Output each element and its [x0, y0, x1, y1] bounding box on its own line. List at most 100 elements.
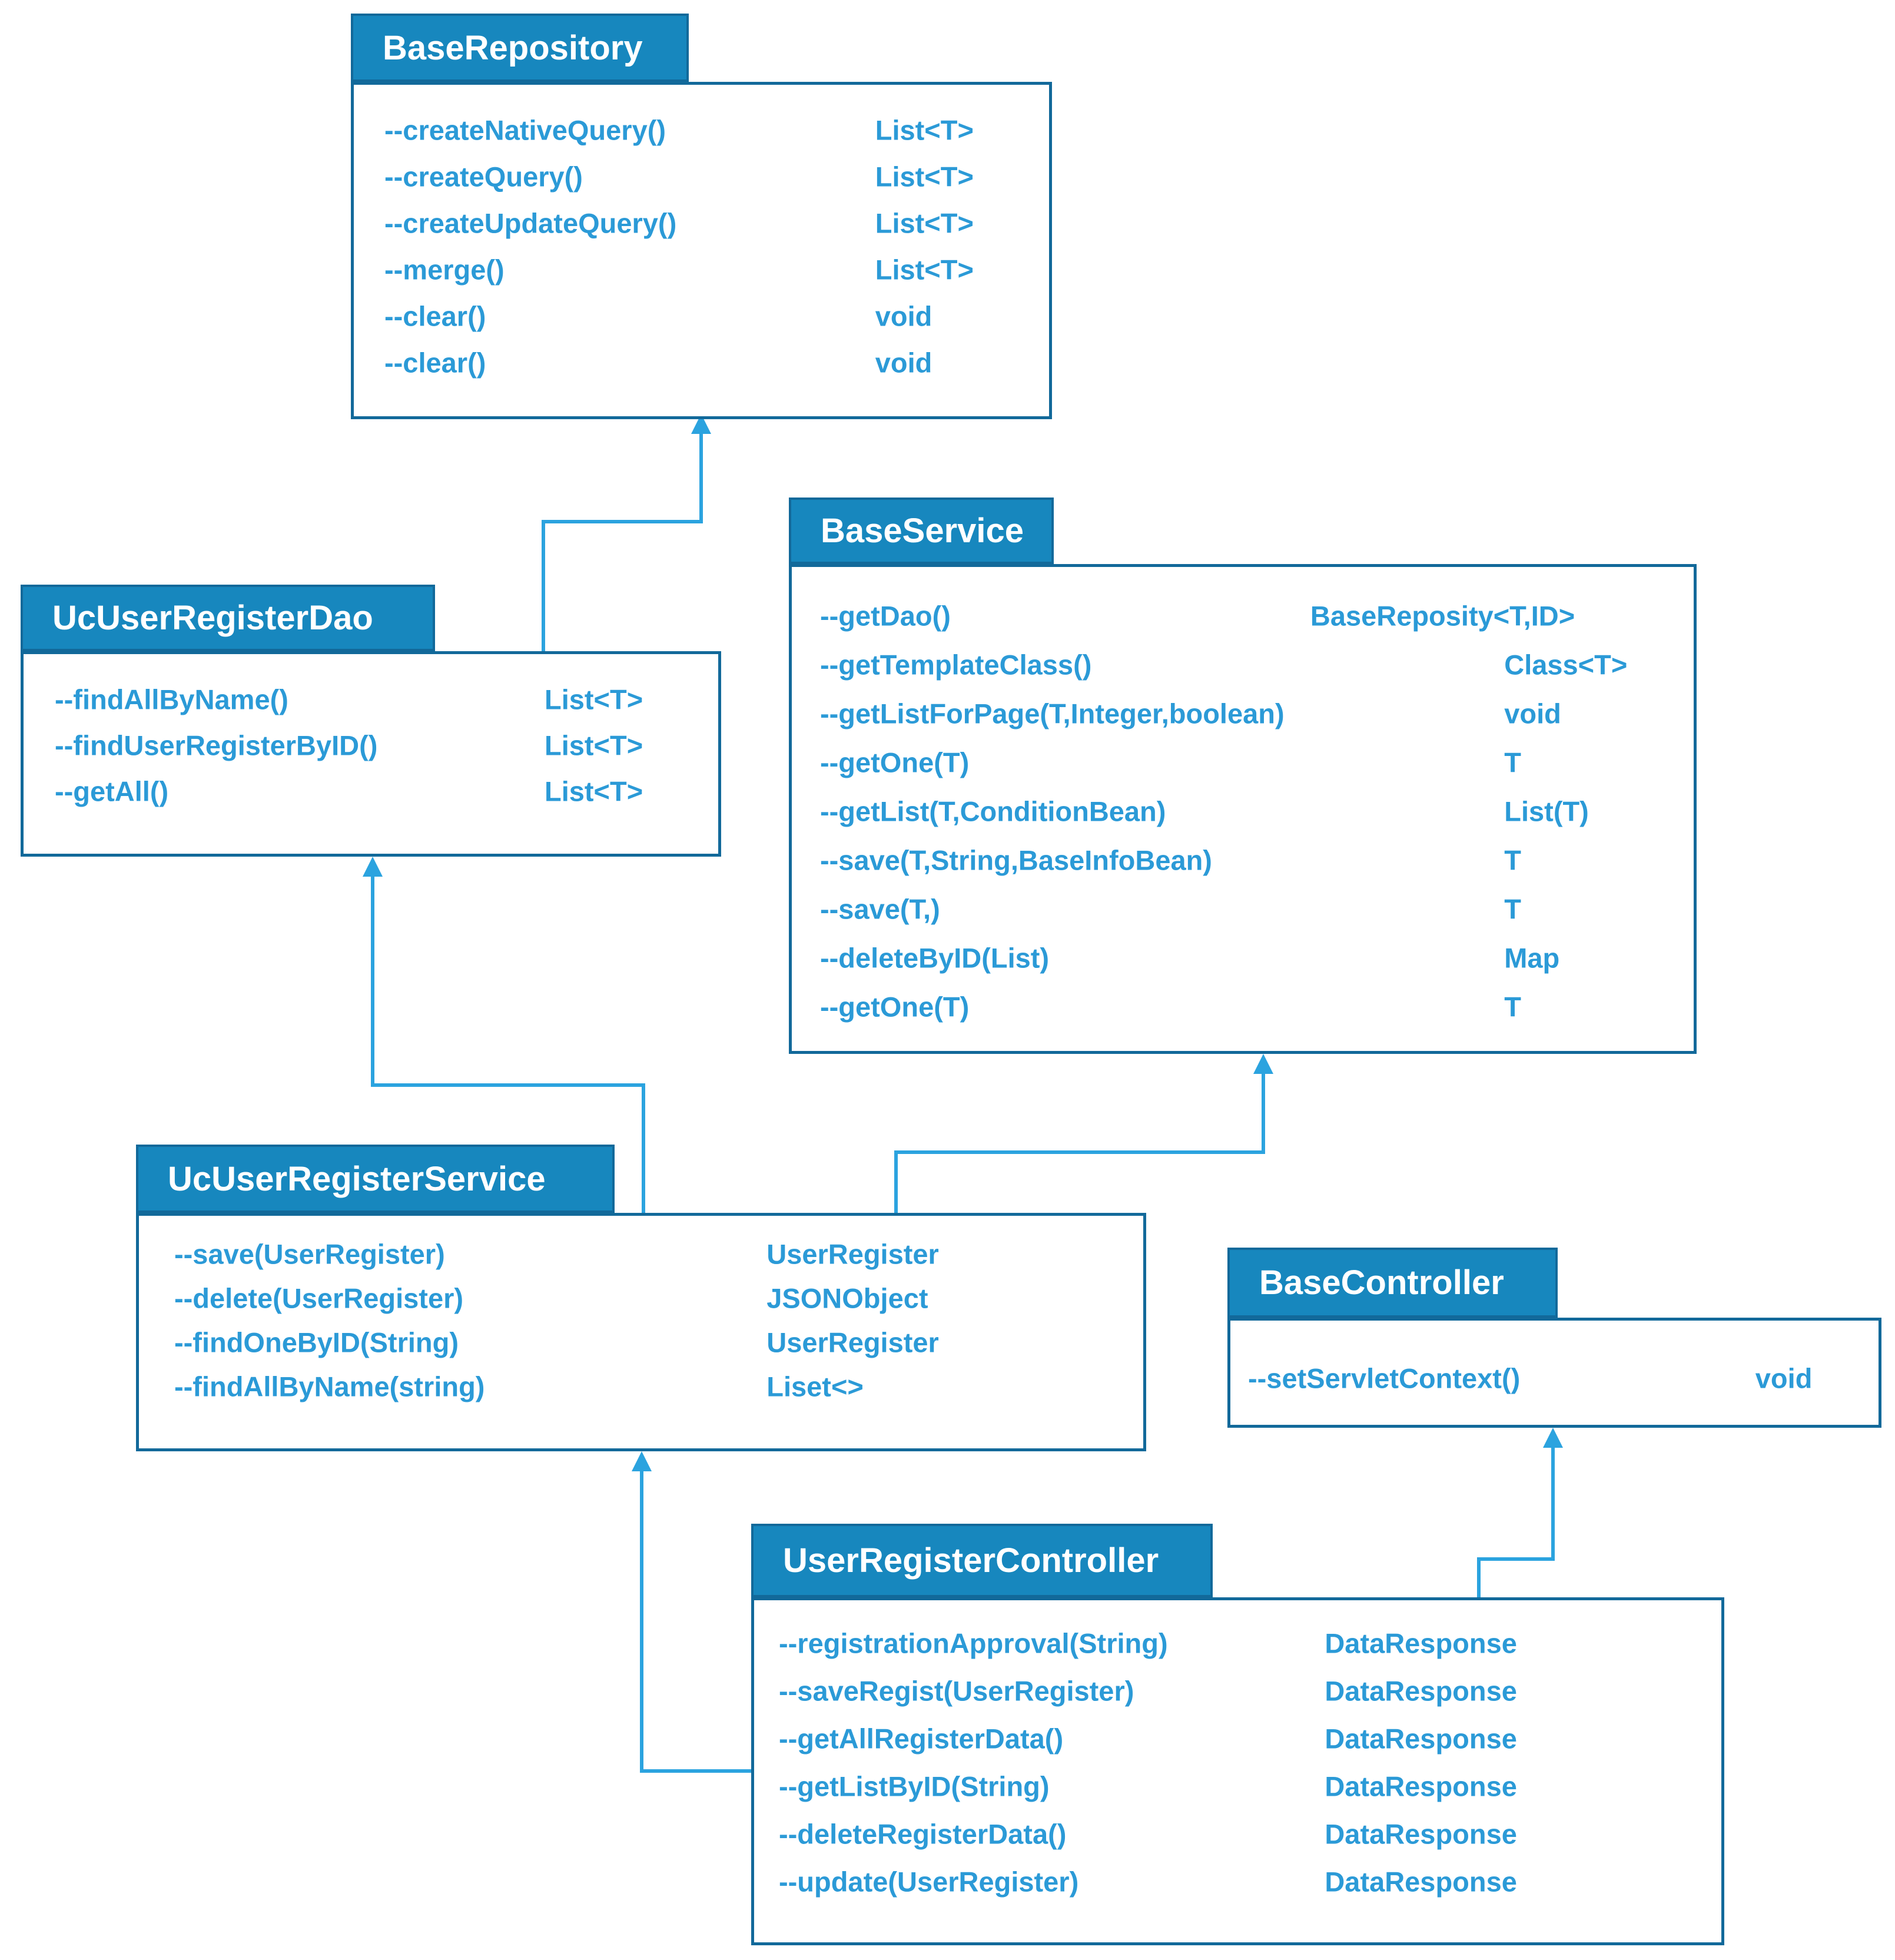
- inheritance-line-controller-to-basecontroller: [1477, 1557, 1481, 1597]
- method-name: --merge(): [384, 254, 505, 285]
- method-return-type: UserRegister: [766, 1238, 939, 1269]
- class-body-ucuserregisterservice: --save(UserRegister) UserRegister --dele…: [136, 1213, 1146, 1451]
- class-body-ucuserregisterdao: --findAllByName() List<T> --findUserRegi…: [21, 651, 721, 857]
- method-row: --createQuery() List<T>: [354, 153, 1049, 200]
- class-body-basecontroller: --setServletContext() void: [1227, 1318, 1881, 1428]
- method-name: --createNativeQuery(): [384, 114, 666, 145]
- method-row: --clear() void: [354, 339, 1049, 386]
- method-row: --findAllByName() List<T>: [24, 676, 718, 722]
- method-row: --registrationApproval(String) DataRespo…: [754, 1619, 1721, 1667]
- method-row: --save(T,String,BaseInfoBean) T: [792, 835, 1694, 884]
- method-name: --clear(): [384, 347, 486, 378]
- method-name: --getOne(T): [820, 747, 970, 778]
- method-row: --merge() List<T>: [354, 246, 1049, 293]
- inheritance-line-controller-to-basecontroller: [1551, 1444, 1555, 1559]
- method-name: --deleteRegisterData(): [779, 1818, 1067, 1849]
- method-return-type: List<T>: [875, 207, 974, 238]
- method-row: --update(UserRegister) DataResponse: [754, 1858, 1721, 1905]
- method-name: --getDao(): [820, 600, 951, 631]
- method-return-type: T: [1504, 747, 1521, 778]
- method-row: --clear() void: [354, 293, 1049, 339]
- method-row: --getAllRegisterData() DataResponse: [754, 1714, 1721, 1762]
- method-return-type: void: [1504, 698, 1561, 729]
- inheritance-line-controller-to-basecontroller: [1477, 1557, 1555, 1561]
- method-name: --createQuery(): [384, 161, 583, 192]
- class-header-ucuserregisterservice: UcUserRegisterService: [136, 1145, 615, 1213]
- method-name: --update(UserRegister): [779, 1866, 1079, 1897]
- method-name: --save(T,String,BaseInfoBean): [820, 844, 1212, 875]
- method-name: --deleteByID(List): [820, 942, 1050, 973]
- method-return-type: BaseReposity<T,ID>: [1310, 600, 1575, 631]
- method-return-type: List<T>: [545, 684, 643, 715]
- method-row: --createNativeQuery() List<T>: [354, 107, 1049, 153]
- class-box-baserepository: BaseRepository --createNativeQuery() Lis…: [351, 14, 1052, 419]
- method-row: --getDao() BaseReposity<T,ID>: [792, 591, 1694, 640]
- inheritance-line-dao-to-baserepository: [542, 520, 703, 523]
- method-name: --delete(UserRegister): [174, 1282, 464, 1314]
- class-name: UcUserRegisterService: [168, 1159, 546, 1198]
- method-return-type: List<T>: [875, 161, 974, 192]
- method-row: --saveRegist(UserRegister) DataResponse: [754, 1667, 1721, 1714]
- method-return-type: DataResponse: [1325, 1723, 1517, 1754]
- inheritance-line-controller-to-service: [640, 1769, 753, 1773]
- class-name: UcUserRegisterDao: [52, 599, 373, 637]
- method-return-type: Liset<>: [766, 1371, 864, 1402]
- class-body-userregistercontroller: --registrationApproval(String) DataRespo…: [751, 1597, 1724, 1945]
- method-name: --save(UserRegister): [174, 1238, 445, 1269]
- class-name: BaseController: [1259, 1263, 1504, 1302]
- method-name: --getListByID(String): [779, 1770, 1050, 1802]
- method-name: --getListForPage(T,Integer,boolean): [820, 698, 1285, 729]
- method-return-type: JSONObject: [766, 1282, 928, 1314]
- class-header-baseservice: BaseService: [789, 498, 1054, 564]
- method-return-type: void: [875, 300, 932, 331]
- method-name: --findOneByID(String): [174, 1326, 459, 1358]
- method-return-type: Map: [1504, 942, 1560, 973]
- method-return-type: T: [1504, 991, 1521, 1022]
- method-return-type: List<T>: [545, 729, 643, 761]
- method-row: --findOneByID(String) UserRegister: [139, 1320, 1143, 1364]
- inheritance-line-dao-to-baserepository: [699, 430, 703, 522]
- inheritance-line-service-to-dao: [371, 873, 374, 1087]
- method-name: --saveRegist(UserRegister): [779, 1675, 1134, 1706]
- method-name: --getOne(T): [820, 991, 970, 1022]
- method-return-type: DataResponse: [1325, 1770, 1517, 1802]
- class-header-basecontroller: BaseController: [1227, 1248, 1558, 1318]
- method-return-type: DataResponse: [1325, 1818, 1517, 1849]
- inheritance-line-service-to-baseservice: [894, 1150, 1265, 1154]
- method-return-type: Class<T>: [1504, 649, 1628, 680]
- method-name: --findAllByName(): [55, 684, 288, 715]
- method-return-type: T: [1504, 844, 1521, 875]
- inheritance-line-dao-to-baserepository: [542, 520, 545, 655]
- method-return-type: List<T>: [545, 775, 643, 807]
- method-row: --setServletContext() void: [1230, 1356, 1879, 1400]
- method-return-type: void: [1755, 1362, 1813, 1394]
- method-row: --save(T,) T: [792, 884, 1694, 933]
- method-name: --getList(T,ConditionBean): [820, 795, 1166, 827]
- class-box-basecontroller: BaseController --setServletContext() voi…: [1227, 1248, 1881, 1428]
- method-return-type: UserRegister: [766, 1326, 939, 1358]
- method-row: --save(UserRegister) UserRegister: [139, 1232, 1143, 1276]
- method-row: --getTemplateClass() Class<T>: [792, 640, 1694, 689]
- inheritance-line-controller-to-service: [640, 1468, 643, 1773]
- class-box-baseservice: BaseService --getDao() BaseReposity<T,ID…: [789, 498, 1697, 1054]
- inheritance-arrowhead-service-to-baseservice-icon: [1253, 1054, 1273, 1074]
- inheritance-line-service-to-dao: [642, 1083, 645, 1213]
- method-row: --createUpdateQuery() List<T>: [354, 200, 1049, 246]
- method-name: --findUserRegisterByID(): [55, 729, 378, 761]
- method-return-type: void: [875, 347, 932, 378]
- method-return-type: DataResponse: [1325, 1866, 1517, 1897]
- method-row: --getOne(T) T: [792, 982, 1694, 1031]
- method-name: --save(T,): [820, 893, 940, 924]
- method-return-type: List<T>: [875, 114, 974, 145]
- class-name: BaseRepository: [383, 28, 643, 67]
- method-row: --getAll() List<T>: [24, 768, 718, 814]
- inheritance-line-service-to-dao: [371, 1083, 645, 1087]
- method-row: --getListForPage(T,Integer,boolean) void: [792, 689, 1694, 738]
- class-name: BaseService: [821, 512, 1024, 550]
- method-row: --getOne(T) T: [792, 738, 1694, 787]
- method-row: --deleteByID(List) Map: [792, 933, 1694, 982]
- class-header-userregistercontroller: UserRegisterController: [751, 1524, 1213, 1597]
- class-body-baseservice: --getDao() BaseReposity<T,ID> --getTempl…: [789, 564, 1697, 1054]
- method-return-type: DataResponse: [1325, 1627, 1517, 1659]
- class-box-userregistercontroller: UserRegisterController --registrationApp…: [751, 1524, 1724, 1945]
